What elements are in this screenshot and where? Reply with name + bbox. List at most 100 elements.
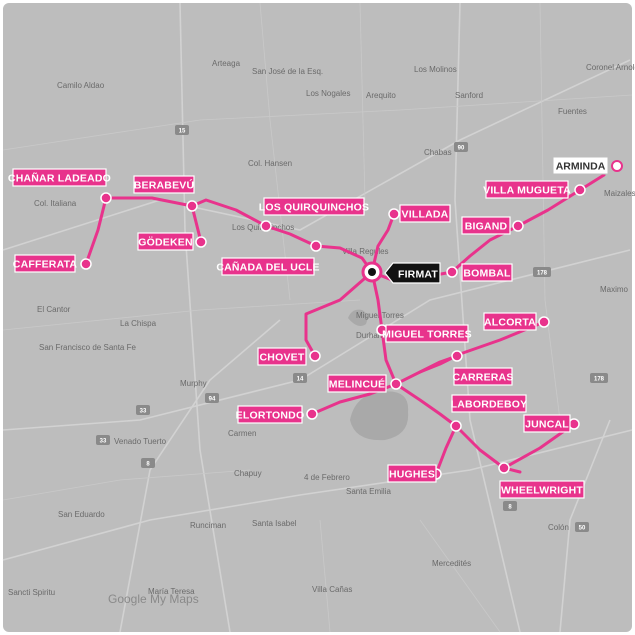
location-dot-icon <box>368 268 376 276</box>
route-hughes <box>434 424 458 476</box>
place-label: Colón <box>548 523 569 532</box>
label-text: JUNCAL <box>525 419 569 431</box>
label-text: BERABEVÚ <box>134 179 195 192</box>
node-chanar-ladeado <box>100 192 112 204</box>
label-text: BIGAND <box>465 221 508 233</box>
place-label: Santa Isabel <box>252 519 297 528</box>
label-text: BOMBAL <box>463 268 511 280</box>
route-wheelwright <box>454 424 522 474</box>
place-label: Sancti Spiritu <box>8 588 55 597</box>
route-cafferata <box>84 196 108 266</box>
label-text: MELINCUÉ <box>329 378 385 391</box>
label-bombal[interactable]: BOMBAL <box>461 263 513 282</box>
route-west <box>104 196 374 274</box>
label-godeken[interactable]: GÖDEKEN <box>137 232 194 251</box>
label-melincue[interactable]: MELINCUÉ <box>327 374 387 393</box>
road-shield: 50 <box>575 522 589 532</box>
label-text: CAÑADA DEL UCLE <box>216 261 319 274</box>
label-los-quirquinchos[interactable]: LOS QUIRQUINCHOS <box>259 197 370 216</box>
node-villada <box>388 208 400 220</box>
place-label: Chabas <box>424 148 452 157</box>
label-miguel-torres[interactable]: MIGUEL TORRES <box>382 324 472 343</box>
place-label: Los Nogales <box>306 89 350 98</box>
node-melincue <box>390 378 402 390</box>
label-cafferata[interactable]: CAFFERATA <box>13 254 78 273</box>
road-shield: 8 <box>503 501 517 511</box>
road-shield: 178 <box>533 267 551 277</box>
label-chovet[interactable]: CHOVET <box>257 347 307 366</box>
label-arminda[interactable]: ARMINDA <box>552 156 609 175</box>
node-alcorta <box>538 316 550 328</box>
place-label: Col. Italiana <box>34 199 77 208</box>
place-label: Carmen <box>228 429 256 438</box>
node-berabevu <box>186 200 198 212</box>
label-text: HUGHES <box>389 469 435 481</box>
label-text: CARRERAS <box>452 372 513 384</box>
node-carreras <box>451 350 463 362</box>
map-background <box>3 3 632 632</box>
label-firmat[interactable]: FIRMAT <box>384 262 441 284</box>
node-elortondo <box>306 408 318 420</box>
node-los-quirquinchos <box>260 220 272 232</box>
place-label: Mercedités <box>432 559 471 568</box>
node-wheelwright <box>498 462 510 474</box>
place-label: El Cantor <box>37 305 71 314</box>
label-chanar-ladeado[interactable]: CHAÑAR LADEADO <box>8 168 111 187</box>
label-canada-del-ucle[interactable]: CAÑADA DEL UCLE <box>216 257 319 276</box>
road-number: 33 <box>100 439 107 445</box>
place-labels: Arteaga San José de la Esq. Los Molinos … <box>8 59 635 597</box>
label-text: LOS QUIRQUINCHOS <box>259 202 370 214</box>
route-chovet <box>304 270 374 358</box>
label-villada[interactable]: VILLADA <box>399 204 451 223</box>
road-number: 178 <box>537 271 548 277</box>
place-label: Maizales <box>604 189 635 198</box>
place-label: Fuentes <box>558 107 587 116</box>
place-label: Chapuy <box>234 469 262 478</box>
place-label: Murphy <box>180 379 207 388</box>
label-wheelwright[interactable]: WHEELWRIGHT <box>499 480 585 499</box>
label-text: ELORTONDO <box>236 410 305 422</box>
label-villa-mugueta[interactable]: VILLA MUGUETA <box>483 180 571 199</box>
road-number: 8 <box>146 462 150 468</box>
label-text: LABORDEBOY <box>451 399 528 411</box>
node-bigand <box>512 220 524 232</box>
place-label: San José de la Esq. <box>252 67 323 76</box>
place-label: Santa Emilia <box>346 487 391 496</box>
place-label: 4 de Febrero <box>304 473 350 482</box>
place-label: Venado Tuerto <box>114 437 167 446</box>
label-berabevu[interactable]: BERABEVÚ <box>133 175 195 194</box>
road-shield: 33 <box>96 435 110 445</box>
label-text: CHOVET <box>260 352 305 364</box>
lake <box>350 391 409 441</box>
label-hughes[interactable]: HUGHES <box>387 464 437 483</box>
label-text: VILLADA <box>402 209 449 221</box>
route-carreras <box>418 354 459 374</box>
node-canada-del-ucle <box>310 240 322 252</box>
node-arminda <box>611 160 623 172</box>
label-carreras[interactable]: CARRERAS <box>452 367 513 386</box>
node-chovet <box>309 350 321 362</box>
label-text: VILLA MUGUETA <box>483 185 571 197</box>
road-number: 8 <box>508 505 512 511</box>
node-godeken <box>195 236 207 248</box>
label-text: MIGUEL TORRES <box>382 329 472 341</box>
road-shield: 90 <box>454 142 468 152</box>
place-label: Arteaga <box>212 59 241 68</box>
place-label: Los Molinos <box>414 65 457 74</box>
label-alcorta[interactable]: ALCORTA <box>483 312 537 331</box>
label-juncal[interactable]: JUNCAL <box>523 414 571 433</box>
label-bigand[interactable]: BIGAND <box>461 216 511 235</box>
label-text: CAFFERATA <box>13 259 78 271</box>
place-label: Camilo Aldao <box>57 81 105 90</box>
place-label: Coronel Arnold <box>586 63 635 72</box>
node-bombal <box>446 266 458 278</box>
label-elortondo[interactable]: ELORTONDO <box>236 405 305 424</box>
road-number: 50 <box>579 526 586 532</box>
label-labordeboy[interactable]: LABORDEBOY <box>451 394 528 413</box>
road-number: 94 <box>209 397 216 403</box>
place-label: Sanford <box>455 91 483 100</box>
road-number: 178 <box>594 377 605 383</box>
place-label: Arequito <box>366 91 396 100</box>
